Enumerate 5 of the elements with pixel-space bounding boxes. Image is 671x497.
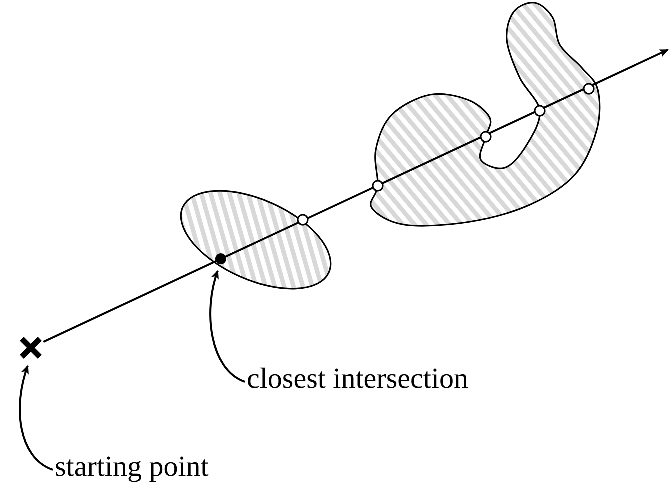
leader-line bbox=[19, 365, 54, 471]
caption-text: starting point bbox=[55, 450, 210, 484]
caption-text: closest intersection bbox=[247, 362, 470, 396]
leader-line bbox=[210, 270, 246, 383]
ray-arrow bbox=[43, 49, 669, 343]
